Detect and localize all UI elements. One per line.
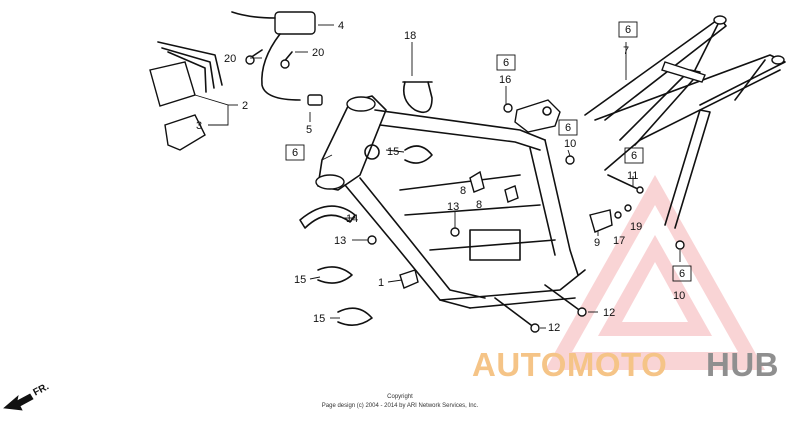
callout-10-bottom: 10: [673, 290, 685, 302]
callout-6-d: 6: [292, 147, 298, 159]
callout-6-e: 6: [631, 150, 637, 162]
box-6-a: [496, 54, 516, 71]
watermark-hub: HUB: [706, 346, 779, 383]
copyright-line2: Page design (c) 2004 - 2014 by ARI Netwo…: [322, 403, 479, 409]
copyright-line1: Copyright: [387, 394, 413, 400]
rear-subframe[interactable]: [584, 15, 786, 229]
callout-19: 19: [630, 221, 642, 233]
callout-labels: 4 20 20 2 3 5 18 6 16 6 6 7 15 6 10 6 11…: [196, 20, 692, 334]
callout-13-left: 13: [334, 235, 346, 247]
callout-13-top: 13: [447, 201, 459, 213]
callout-15-bottom: 15: [313, 313, 325, 325]
direction-label: FR.: [31, 381, 51, 398]
callout-8-a: 8: [460, 185, 466, 197]
box-6-f: [672, 265, 692, 282]
callout-4: 4: [338, 20, 344, 32]
callout-12-right: 12: [603, 307, 615, 319]
callout-12-bottom: 12: [548, 322, 560, 334]
box-6-e: [624, 147, 644, 164]
callout-20-left: 20: [224, 53, 236, 65]
copyright-notice: Copyright Page design (c) 2004 - 2014 by…: [322, 394, 479, 409]
clamp-18[interactable]: [402, 81, 433, 114]
callout-6-a: 6: [503, 57, 509, 69]
regulator-unit[interactable]: [149, 41, 223, 151]
callout-5: 5: [306, 124, 312, 136]
watermark-automoto: AUTOMOTO: [472, 346, 667, 383]
callout-18: 18: [404, 30, 416, 42]
callout-6-f: 6: [679, 268, 685, 280]
front-arrow-icon: [3, 393, 34, 411]
callout-7: 7: [623, 45, 629, 57]
callout-9: 9: [594, 237, 600, 249]
leader-lines: [194, 24, 681, 329]
callout-3: 3: [196, 120, 202, 132]
callout-6-c: 6: [625, 24, 631, 36]
callout-6-b: 6: [565, 122, 571, 134]
front-direction-indicator: FR.: [3, 381, 51, 411]
callout-8-b: 8: [476, 199, 482, 211]
band-clamps[interactable]: [299, 145, 433, 326]
small-fasteners[interactable]: [367, 103, 685, 333]
callout-11: 11: [627, 170, 638, 182]
callout-15-mid: 15: [294, 274, 306, 286]
callout-14: 14: [346, 213, 358, 225]
box-6-d: [285, 144, 305, 161]
callout-2: 2: [242, 100, 248, 112]
box-6-b: [558, 119, 578, 136]
ignition-coil[interactable]: [231, 11, 323, 106]
frame-assembly[interactable]: [315, 95, 586, 309]
callout-10-top: 10: [564, 138, 576, 150]
callout-1: 1: [378, 277, 384, 289]
callout-16: 16: [499, 74, 511, 86]
callout-20-right: 20: [312, 47, 324, 59]
watermark-logo: AUTOMOTO HUB: [472, 346, 779, 383]
box-6-c: [618, 21, 638, 38]
callout-17: 17: [613, 235, 625, 247]
watermark-triangle: [545, 175, 765, 370]
callout-15-top: 15: [387, 146, 399, 158]
